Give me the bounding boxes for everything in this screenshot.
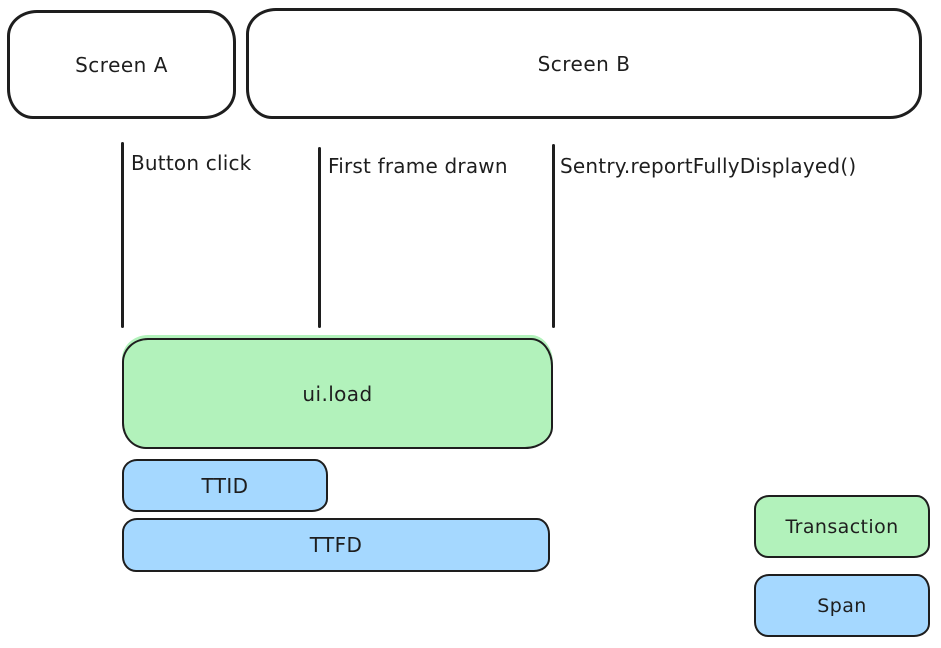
screen-a-label: Screen A xyxy=(75,52,168,77)
screen-b-box: Screen B xyxy=(246,8,922,119)
first-frame-drawn-marker-line xyxy=(318,147,321,328)
ttfd-label: TTFD xyxy=(309,533,363,557)
report-fully-displayed-marker-line xyxy=(552,144,555,328)
report-fully-displayed-label: Sentry.reportFullyDisplayed() xyxy=(560,154,857,178)
first-frame-drawn-label: First frame drawn xyxy=(328,154,508,178)
legend-span: Span xyxy=(754,574,930,637)
ui-load-transaction-bar: ui.load xyxy=(122,338,553,449)
screen-b-label: Screen B xyxy=(537,51,631,76)
ttid-span-bar: TTID xyxy=(122,459,328,512)
legend-transaction: Transaction xyxy=(754,495,930,558)
legend-transaction-label: Transaction xyxy=(785,515,899,538)
ttid-label: TTID xyxy=(201,473,249,498)
ttfd-span-bar: TTFD xyxy=(122,518,550,572)
button-click-label: Button click xyxy=(131,151,252,175)
legend-span-label: Span xyxy=(817,594,867,617)
button-click-marker-line xyxy=(121,142,124,328)
ui-load-label: ui.load xyxy=(302,381,373,406)
screen-a-box: Screen A xyxy=(7,10,236,119)
